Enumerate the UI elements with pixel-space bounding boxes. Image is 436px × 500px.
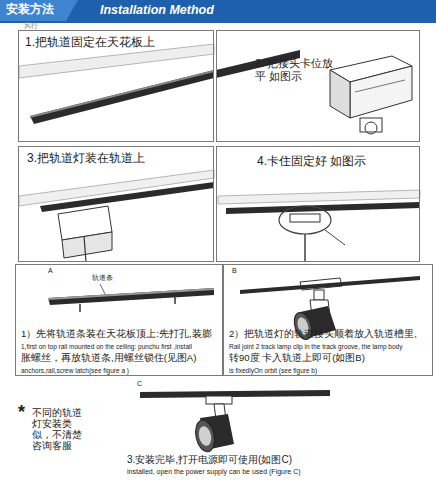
note-mark: * <box>18 402 25 423</box>
part-label: 轨道条 <box>92 274 113 282</box>
leader-line <box>100 284 105 294</box>
instruction-text: 胀螺丝，再放轨道条,用螺丝锁住(见图A) <box>21 353 196 364</box>
connector-drawing <box>216 50 412 134</box>
header-tab <box>66 0 436 21</box>
header-line <box>0 21 436 23</box>
rail-strip-drawing <box>48 284 214 312</box>
instruction-text: 1,first on top rail mounted on the ceili… <box>21 343 192 350</box>
step-text: 1.把轨道固定在天花板上 <box>25 36 155 50</box>
instruction-text: is fixedlyOn orbit (see figure b) <box>229 367 317 374</box>
header-bar <box>0 0 436 21</box>
fixed-lamp-drawing <box>218 190 420 262</box>
figure-letter: B <box>232 267 237 275</box>
instruction-text: 1）先将轨道条装在天花板顶上:先打孔,装膨 <box>21 329 212 340</box>
instruction-text: anchors,rail,screw latch(see figure a ) <box>21 367 129 374</box>
step-panel: 3.把轨道灯装在轨道上 <box>18 146 214 262</box>
step-panel: 4.卡住固定好 如图示 <box>216 146 420 262</box>
note-text: 不同的轨道灯安装类似，不清楚咨询客服 <box>32 408 84 452</box>
figure-panel: A 轨道条 1）先将轨道条装在天花板顶上:先打孔,装膨 1,first on top … <box>15 264 223 376</box>
ceiling-rail-drawing <box>19 44 214 124</box>
title: Installation Method <box>100 3 214 17</box>
step-text: 3.把轨道灯装在轨道上 <box>27 152 145 166</box>
figure-panel: B 2）把轨道灯的轨道接头顺着放入轨道槽里, Rail joint 2 track … <box>223 264 433 376</box>
lamp-mount-drawing <box>19 170 214 262</box>
figure-letter: A <box>48 267 53 275</box>
step-panel: 1.把轨道固定在天花板上 <box>18 30 214 142</box>
instruction-text: Rail joint 2 track lamp clip in the trac… <box>229 343 402 350</box>
instruction-text: installed, open the power supply can be … <box>127 468 301 476</box>
instruction-text: 3.安装完毕,打开电源即可使用(如图C) <box>127 454 292 466</box>
figure-letter: C <box>137 380 142 388</box>
step-text: 4.卡住固定好 如图示 <box>257 155 366 169</box>
step-panel: 2. 把接头卡位放平 如图示 <box>216 30 420 142</box>
step-text: 2. 把接头卡位放平 如图示 <box>255 57 337 82</box>
instruction-text: 2）把轨道灯的轨道接头顺着放入轨道槽里, <box>229 329 417 340</box>
installed-light-drawing <box>140 390 330 454</box>
instruction-text: 转90度 卡入轨道上即可(如图B) <box>229 353 365 364</box>
header-text: 安装方法 <box>6 3 54 17</box>
header-tab-box: 安装方法 <box>0 0 70 21</box>
watermark: 风行 <box>24 22 38 30</box>
